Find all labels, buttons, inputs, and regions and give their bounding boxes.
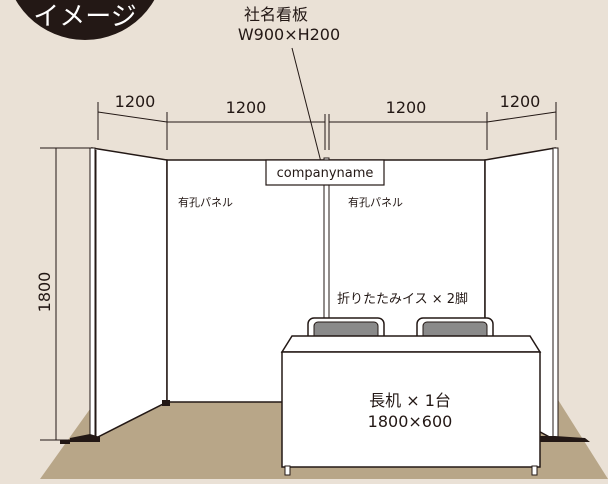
badge-text: イメージ bbox=[33, 2, 136, 32]
width-label-4: 1200 bbox=[500, 92, 541, 111]
long-desk bbox=[280, 335, 542, 476]
panel-feet bbox=[60, 400, 590, 444]
desk-label: 長机 × 1台 bbox=[369, 391, 451, 410]
sign-leader-line bbox=[291, 47, 323, 167]
width-label-3: 1200 bbox=[386, 98, 427, 117]
width-label-2: 1200 bbox=[226, 98, 267, 117]
sign-board bbox=[265, 159, 385, 186]
panel-label-right: 有孔パネル bbox=[348, 195, 403, 209]
sign-board-text: companyname bbox=[277, 166, 374, 181]
panel-label-left: 有孔パネル bbox=[178, 195, 233, 209]
sign-size: W900×H200 bbox=[238, 25, 340, 44]
height-dimension bbox=[40, 147, 92, 441]
left-side-panel bbox=[89, 147, 168, 442]
height-label: 1800 bbox=[35, 272, 54, 313]
image-badge: イメージ bbox=[15, 0, 155, 40]
width-dimensions bbox=[97, 102, 557, 150]
chairs-label: 折りたたみイス × 2脚 bbox=[337, 291, 468, 307]
width-label-1: 1200 bbox=[115, 92, 156, 111]
desk-size: 1800×600 bbox=[368, 412, 453, 431]
sign-title: 社名看板 bbox=[244, 5, 308, 24]
